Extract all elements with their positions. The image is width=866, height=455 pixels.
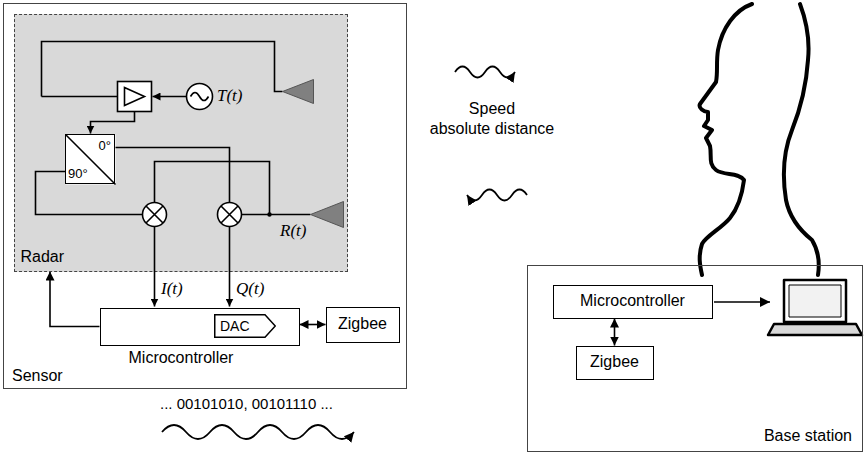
splitter-symbol bbox=[117, 81, 151, 111]
node-label: DAC bbox=[220, 318, 250, 334]
dac-outline bbox=[215, 315, 276, 338]
lo-wire bbox=[90, 111, 134, 133]
label-holder: Base station bbox=[764, 427, 852, 445]
dac-block: DAC bbox=[214, 314, 276, 338]
label-holder: Sensor bbox=[12, 367, 63, 385]
zigbee-box: Zigbee bbox=[576, 346, 654, 380]
node-label: Microcontroller bbox=[580, 292, 685, 310]
mixer-symbol bbox=[142, 202, 166, 226]
label-holder: 90° bbox=[68, 164, 88, 182]
wave-label: Speed bbox=[469, 100, 515, 117]
node-label: Radar bbox=[21, 248, 65, 265]
label-holder: Microcontroller bbox=[129, 349, 234, 367]
transmit-wave bbox=[455, 67, 515, 78]
label-holder: 0° bbox=[99, 136, 111, 154]
microcontroller-box: Microcontroller bbox=[553, 285, 713, 319]
oscillator-wire bbox=[152, 95, 186, 97]
node-label: Zigbee bbox=[338, 315, 387, 333]
microcontroller-box: MicrocontrollerDAC bbox=[100, 308, 300, 346]
label-holder: absolute distance bbox=[430, 120, 555, 138]
output-wire bbox=[153, 226, 155, 306]
data-arrow bbox=[714, 301, 770, 303]
label-holder: Radar bbox=[21, 248, 65, 266]
label-holder: I(t) bbox=[161, 279, 183, 299]
junction-dot bbox=[267, 212, 271, 216]
echo-wave bbox=[467, 190, 527, 201]
node-label: 0° bbox=[99, 138, 111, 153]
laptop-icon bbox=[768, 280, 862, 335]
data-bits: ... 00101010, 00101110 ... bbox=[160, 395, 333, 412]
label-holder: Q(t) bbox=[236, 279, 264, 299]
wireless-wave bbox=[162, 425, 354, 439]
hybrid-coupler: 0° 90° bbox=[65, 134, 115, 184]
zigbee-box: Zigbee bbox=[326, 307, 400, 343]
coupler-ground bbox=[65, 134, 115, 184]
node-label: 90° bbox=[68, 166, 88, 181]
connector-arrow bbox=[300, 324, 326, 326]
node-label: Base station bbox=[764, 427, 852, 444]
connector-arrow bbox=[614, 319, 616, 346]
label-holder: T(t) bbox=[217, 86, 243, 106]
label-holder: R(t) bbox=[280, 221, 306, 241]
signal-label: R(t) bbox=[280, 221, 306, 240]
signal-label: Q(t) bbox=[236, 279, 264, 298]
signal-label: I(t) bbox=[161, 279, 183, 298]
tx-wire bbox=[41, 95, 117, 97]
antenna-symbol bbox=[282, 79, 313, 103]
label-holder: ... 00101010, 00101110 ... bbox=[160, 395, 333, 413]
mixer-symbol bbox=[217, 202, 241, 226]
head-profile bbox=[700, 4, 819, 275]
antenna-symbol bbox=[310, 201, 343, 227]
lo-wire bbox=[115, 147, 229, 202]
sine-symbol bbox=[190, 92, 208, 100]
connector-arrow bbox=[50, 272, 100, 327]
rx-wire bbox=[154, 161, 269, 214]
node-label: Zigbee bbox=[590, 353, 639, 371]
oscillator-symbol bbox=[186, 83, 212, 109]
tx-wire bbox=[41, 41, 282, 96]
sensor-housing: Sensor Radar0°90°Microcontro bbox=[3, 3, 407, 389]
node-label: Sensor bbox=[12, 367, 63, 384]
coupler-diagonal bbox=[65, 134, 115, 184]
base-station-box: Base station MicrocontrollerZigbee bbox=[527, 265, 863, 452]
output-wire bbox=[228, 226, 230, 306]
label-holder: Speed bbox=[469, 100, 515, 118]
signal-label: T(t) bbox=[217, 86, 243, 105]
rx-wire bbox=[241, 213, 310, 215]
node-label: Microcontroller bbox=[129, 349, 234, 366]
amplifier-symbol bbox=[124, 87, 144, 105]
wave-label: absolute distance bbox=[430, 120, 555, 137]
lo-wire bbox=[35, 171, 142, 214]
